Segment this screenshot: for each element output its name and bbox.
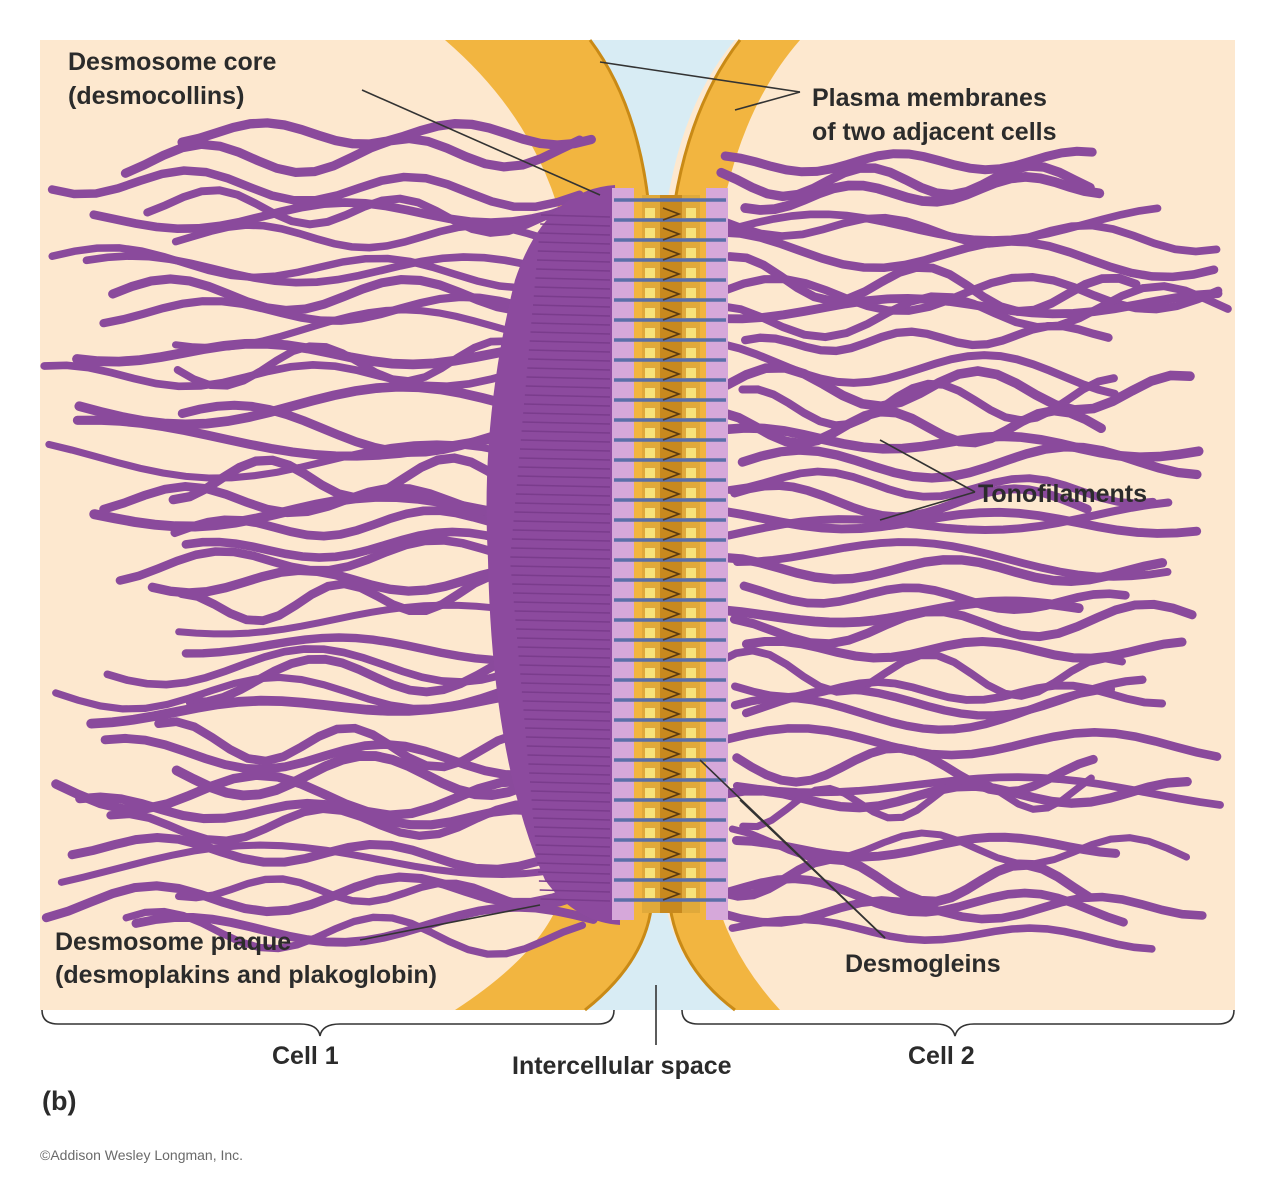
desmocollin-segment (686, 848, 696, 858)
desmocollin-segment (686, 508, 696, 518)
desmocollin-segment (686, 208, 696, 218)
desmocollin-segment (645, 548, 655, 558)
desmocollin-segment (686, 228, 696, 238)
desmocollin-segment (645, 628, 655, 638)
desmocollin-segment (686, 468, 696, 478)
desmocollin-segment (686, 288, 696, 298)
desmocollin-segment (645, 348, 655, 358)
label-desmosome-plaque: Desmosome plaque (55, 928, 291, 956)
desmocollin-segment (686, 328, 696, 338)
label-desmocollins: (desmocollins) (68, 82, 244, 110)
desmocollin-segment (645, 288, 655, 298)
label-panel-b: (b) (42, 1086, 76, 1116)
desmocollin-segment (686, 368, 696, 378)
desmocollin-segment (645, 848, 655, 858)
membrane-band-left (612, 188, 634, 920)
desmocollin-segment (686, 668, 696, 678)
desmocollin-segment (645, 228, 655, 238)
desmocollin-segment (686, 828, 696, 838)
desmocollin-segment (645, 808, 655, 818)
desmocollin-segment (645, 868, 655, 878)
label-copyright: ©Addison Wesley Longman, Inc. (40, 1147, 243, 1163)
label-desmosome-core: Desmosome core (68, 48, 277, 76)
desmocollin-segment (645, 388, 655, 398)
label-desmogleins: Desmogleins (845, 950, 1001, 978)
desmocollin-segment (686, 268, 696, 278)
brace-cell-1 (42, 1010, 614, 1036)
desmocollin-segment (645, 308, 655, 318)
desmocollin-segment (686, 548, 696, 558)
desmocollin-segment (645, 708, 655, 718)
label-cell-1: Cell 1 (272, 1042, 339, 1070)
desmocollin-segment (645, 768, 655, 778)
desmocollin-segment (645, 448, 655, 458)
desmocollin-segment (686, 688, 696, 698)
desmocollin-segment (686, 728, 696, 738)
desmocollin-segment (686, 568, 696, 578)
desmocollin-segment (645, 788, 655, 798)
desmocollin-segment (686, 708, 696, 718)
desmocollin-segment (686, 748, 696, 758)
label-cell-2: Cell 2 (908, 1042, 975, 1070)
desmocollin-segment (686, 608, 696, 618)
desmocollin-segment (645, 268, 655, 278)
desmocollin-segment (686, 588, 696, 598)
desmocollin-segment (686, 868, 696, 878)
desmocollin-segment (645, 568, 655, 578)
desmocollin-segment (686, 768, 696, 778)
desmocollin-segment (686, 428, 696, 438)
desmocollin-segment (645, 368, 655, 378)
desmocollin-segment (645, 888, 655, 898)
desmocollin-segment (645, 468, 655, 478)
desmocollin-segment (686, 648, 696, 658)
desmocollin-segment (645, 688, 655, 698)
label-two-adjacent-cells: of two adjacent cells (812, 118, 1057, 146)
desmocollin-segment (645, 668, 655, 678)
desmocollin-segment (686, 388, 696, 398)
desmocollin-segment (645, 828, 655, 838)
desmocollin-segment (645, 528, 655, 538)
desmocollin-segment (686, 448, 696, 458)
desmocollin-segment (645, 728, 655, 738)
desmocollin-segment (645, 588, 655, 598)
desmocollin-segment (645, 648, 655, 658)
brace-cell-2 (682, 1010, 1234, 1036)
desmocollin-segment (645, 608, 655, 618)
label-tonofilaments: Tonofilaments (978, 480, 1147, 508)
desmocollin-segment (686, 888, 696, 898)
desmocollin-segment (686, 308, 696, 318)
desmocollin-segment (645, 428, 655, 438)
desmocollin-segment (686, 488, 696, 498)
desmocollin-segment (686, 788, 696, 798)
desmocollin-segment (686, 808, 696, 818)
desmocollin-segment (686, 628, 696, 638)
membrane-band-right (706, 188, 728, 920)
label-plasma-membranes: Plasma membranes (812, 84, 1047, 112)
desmocollin-segment (645, 748, 655, 758)
desmocollin-segment (686, 348, 696, 358)
desmocollin-segment (645, 328, 655, 338)
desmocollin-segment (645, 508, 655, 518)
desmocollin-segment (645, 248, 655, 258)
label-desmoplakins-plakoglobin: (desmoplakins and plakoglobin) (55, 961, 437, 989)
desmocollin-segment (645, 408, 655, 418)
desmocollin-segment (686, 408, 696, 418)
desmocollin-segment (686, 528, 696, 538)
desmocollin-segment (686, 248, 696, 258)
label-intercellular-space: Intercellular space (512, 1052, 732, 1080)
desmocollin-segment (645, 208, 655, 218)
desmocollin-segment (645, 488, 655, 498)
